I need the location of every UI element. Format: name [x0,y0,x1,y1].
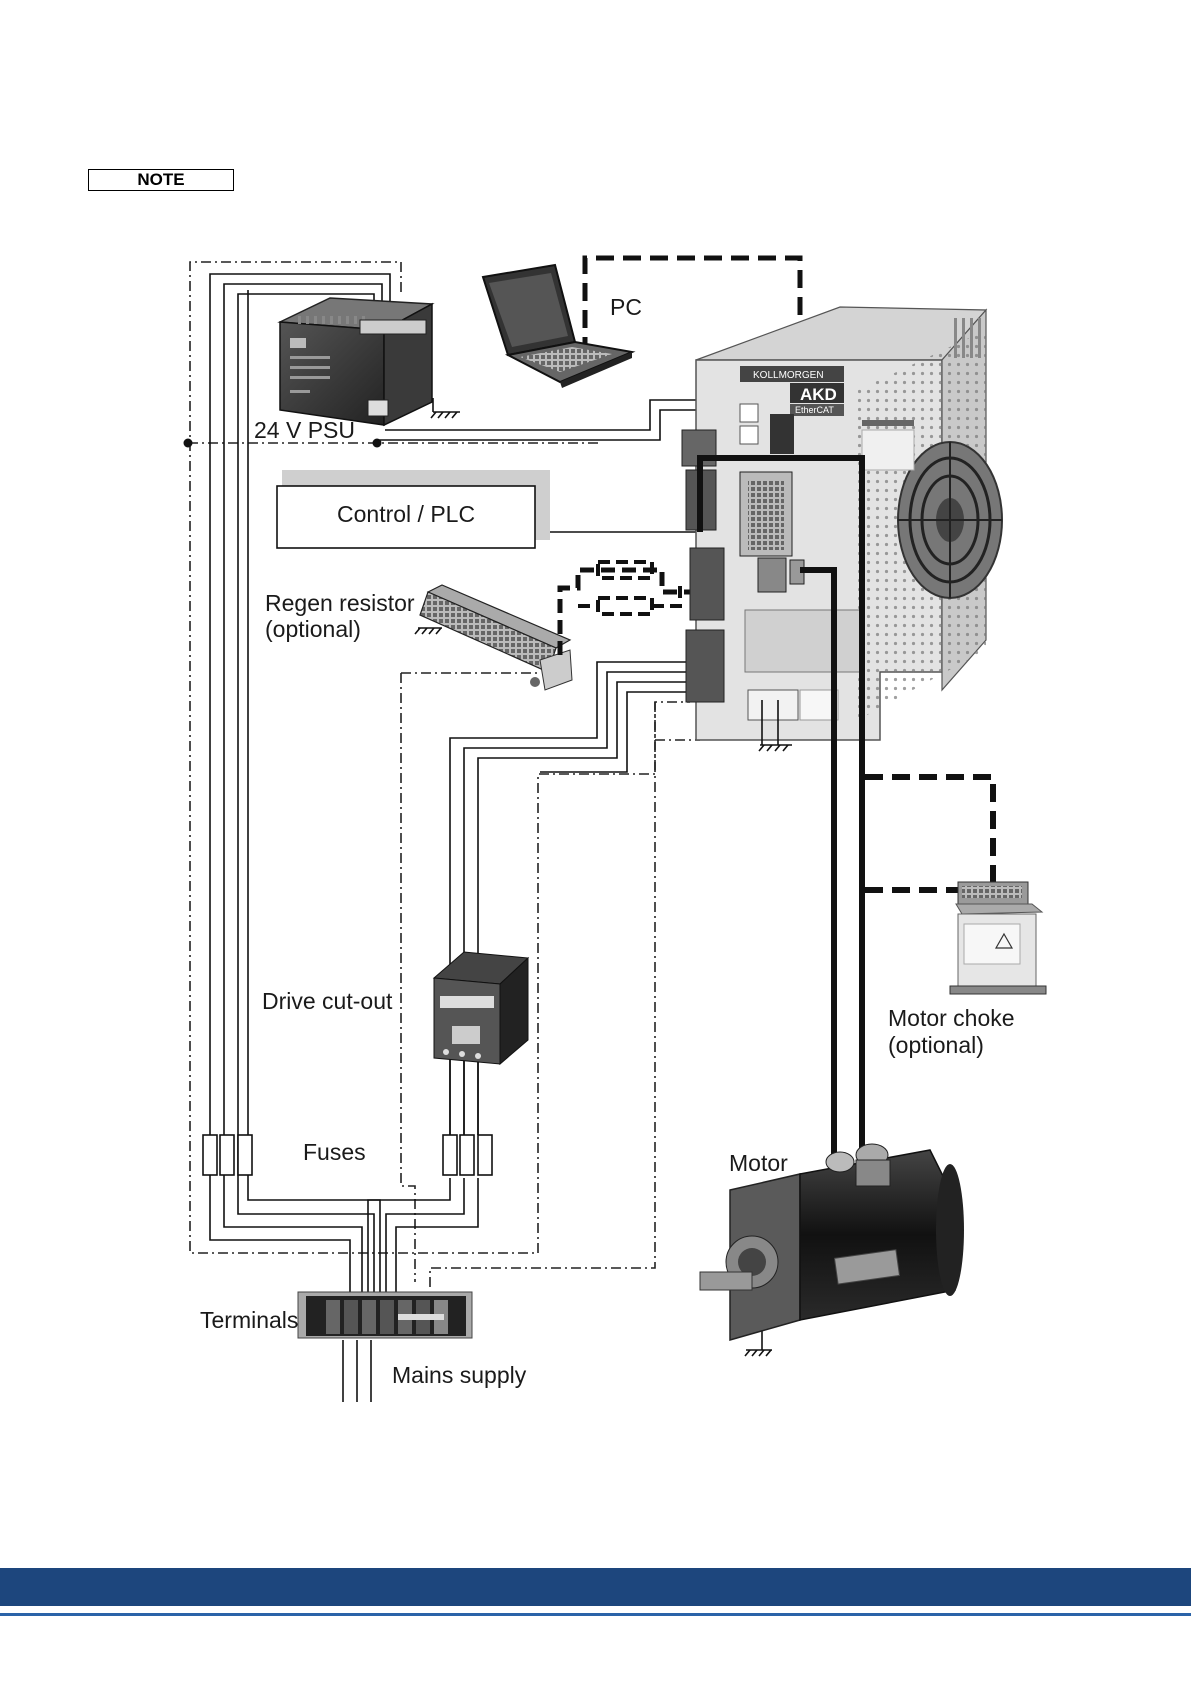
fuse-group-right [443,1135,492,1175]
label-regen-optional: (optional) [265,616,361,642]
psu-icon [280,298,432,425]
contactor-icon [434,952,528,1064]
akd-drive [682,307,1002,740]
drive-brand: KOLLMORGEN [753,370,824,381]
label-choke-optional: (optional) [888,1032,984,1058]
label-motor-choke: Motor choke [888,1005,1015,1031]
ground-symbol [431,398,460,418]
label-regen-resistor: Regen resistor [265,590,415,616]
feedback-connector [758,558,786,592]
regen-resistor-icon [420,585,572,690]
label-control-plc: Control / PLC [337,501,475,527]
label-psu: 24 V PSU [254,417,355,443]
label-drive-cutout: Drive cut-out [262,988,393,1014]
drive-model: AKD [800,385,837,404]
earth-node [184,439,193,448]
connector-x4 [686,630,724,702]
footer-line [0,1613,1191,1616]
label-fuses: Fuses [303,1139,366,1165]
terminals-icon [298,1292,472,1338]
label-terminals: Terminals [200,1307,298,1333]
motor-choke-icon [950,882,1046,994]
ground-symbol [415,628,442,634]
choke-cable [865,777,993,890]
drive-bus: EtherCAT [795,405,834,415]
connector-x3 [690,548,724,620]
footer-bar [0,1568,1191,1606]
label-pc: PC [610,294,642,320]
laptop-icon [483,265,632,388]
label-mains-supply: Mains supply [392,1362,527,1388]
fuse-group-left [203,1135,252,1175]
label-motor: Motor [729,1150,788,1176]
